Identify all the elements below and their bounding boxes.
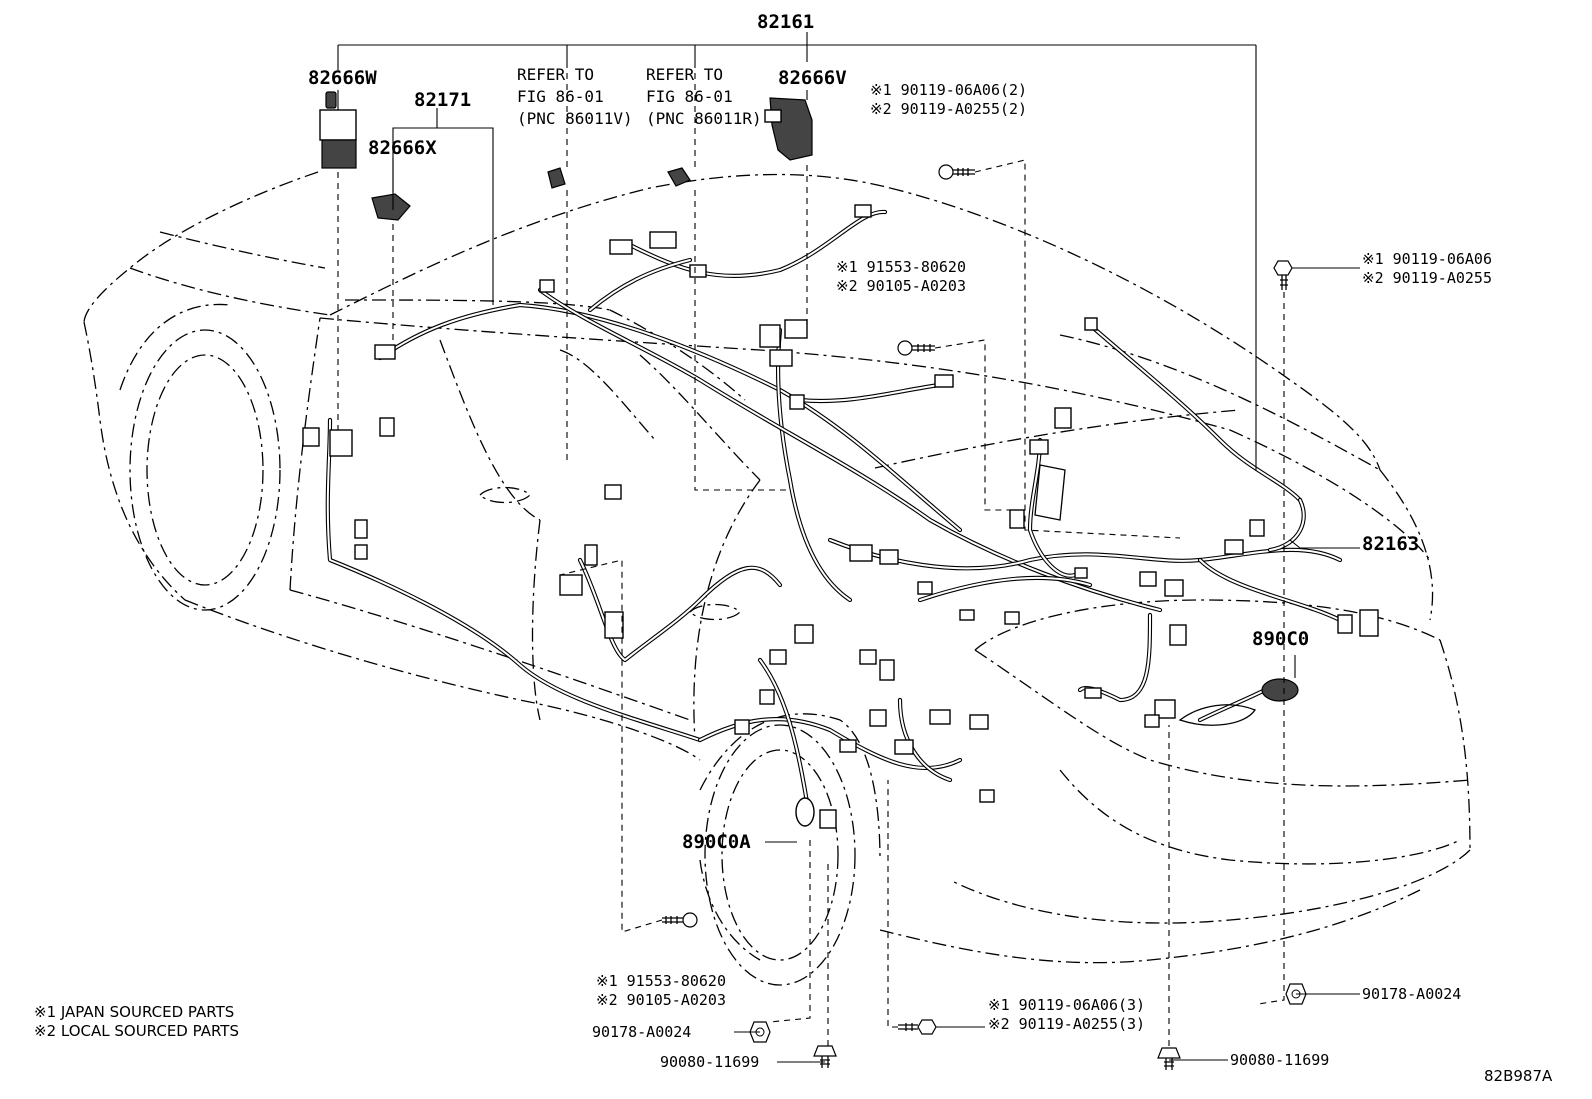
labels: 82161 82666W 82171 82666X 82666V 82163 8…: [34, 11, 1553, 1085]
label-890c0: 890C0: [1252, 628, 1309, 650]
legend-line-2: ※2 LOCAL SOURCED PARTS: [34, 1022, 239, 1040]
screw-left-icon: [813, 1045, 837, 1068]
label-890c0a: 890C0A: [682, 831, 751, 853]
nut-right-label: 90178-A0024: [1362, 985, 1461, 1003]
refer-left-line3: (PNC 86011V): [517, 109, 633, 128]
bolt-bottom-mid-label-1: ※1 90119-06A06(3): [988, 996, 1145, 1014]
legend-line-1: ※1 JAPAN SOURCED PARTS: [34, 1003, 234, 1021]
part-82666v-junction-block: [764, 97, 813, 161]
part-refer-connector-v: [547, 167, 566, 189]
bolt-mid-center-icon: [897, 340, 935, 356]
bolt-right-upper-label-1: ※1 90119-06A06: [1362, 250, 1492, 268]
bolt-bottom-mid-icon: [898, 1019, 937, 1035]
bolt-top-center-label-2: ※2 90119-A0255(2): [870, 100, 1027, 118]
refer-right-line2: FIG 86-01: [646, 87, 733, 106]
nut-left-label: 90178-A0024: [592, 1023, 691, 1041]
part-82666w-relay-block: [319, 91, 357, 169]
label-82161: 82161: [757, 11, 814, 33]
bolt-bottom-mid-label-2: ※2 90119-A0255(3): [988, 1015, 1145, 1033]
label-82666w: 82666W: [308, 67, 377, 89]
harness-routes: [325, 209, 1343, 823]
refer-right-line3: (PNC 86011R): [646, 109, 762, 128]
label-82666x: 82666X: [368, 137, 437, 159]
bolt-right-upper-label-2: ※2 90119-A0255: [1362, 269, 1492, 287]
part-refer-connector-r: [667, 167, 691, 187]
label-82163: 82163: [1362, 533, 1419, 555]
bolt-right-upper-icon: [1273, 260, 1293, 290]
fasteners: [662, 164, 1307, 1070]
connectors: [302, 204, 1379, 829]
bolt-bottom-left-label-2: ※2 90105-A0203: [596, 991, 726, 1009]
install-dash-lines: [337, 62, 1285, 1046]
screw-right-label: 90080-11699: [1230, 1051, 1329, 1069]
label-82171: 82171: [414, 89, 471, 111]
figure-id: 82B987A: [1484, 1067, 1553, 1085]
car-body-outline: [83, 171, 1471, 986]
screw-left-label: 90080-11699: [660, 1053, 759, 1071]
refer-right-line1: REFER TO: [646, 65, 723, 84]
bolt-mid-center-label-1: ※1 91553-80620: [836, 258, 966, 276]
bolt-bottom-left-label-1: ※1 91553-80620: [596, 972, 726, 990]
bolt-mid-center-label-2: ※2 90105-A0203: [836, 277, 966, 295]
bolt-top-center-icon: [938, 164, 975, 180]
leader-lines: [337, 32, 1360, 1063]
bolt-top-center-label-1: ※1 90119-06A06(2): [870, 81, 1027, 99]
screw-right-icon: [1157, 1047, 1181, 1070]
label-82666v: 82666V: [778, 67, 847, 89]
bolt-bottom-left-icon: [662, 912, 698, 928]
refer-left-line2: FIG 86-01: [517, 87, 604, 106]
part-82666x-clamp: [371, 193, 411, 221]
refer-left-line1: REFER TO: [517, 65, 594, 84]
